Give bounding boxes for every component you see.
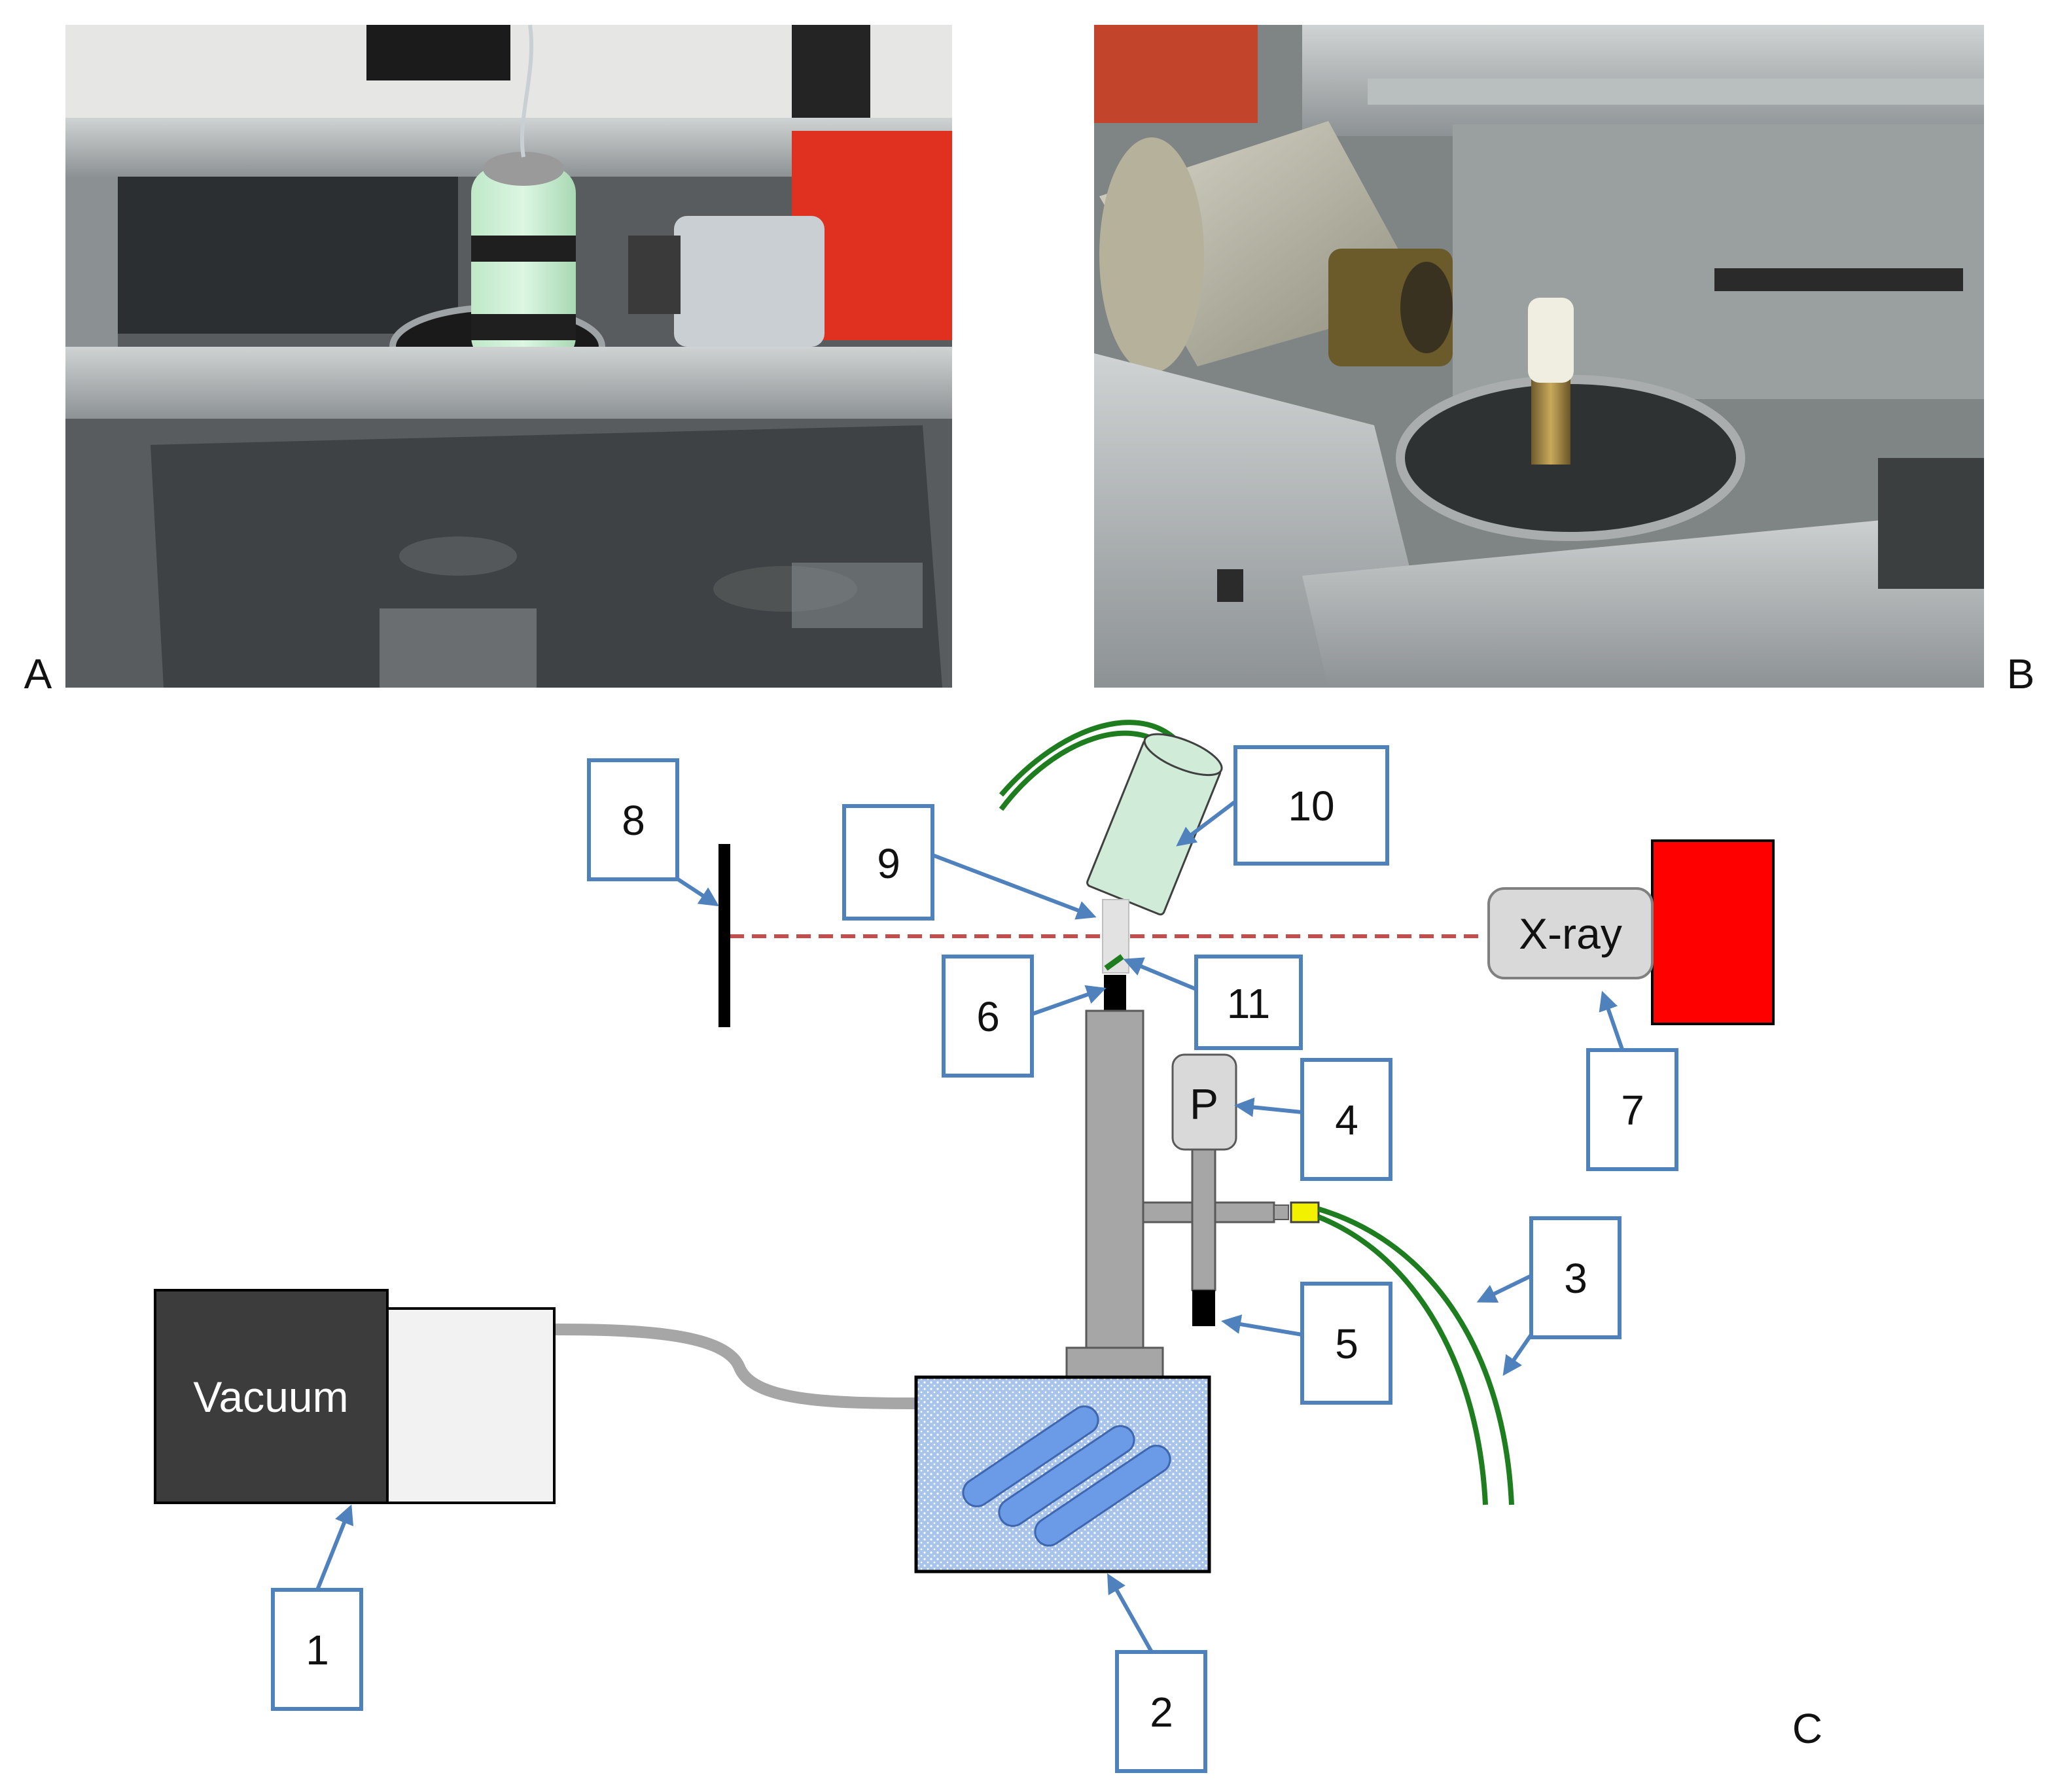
panel-letter-b: B <box>2007 650 2035 697</box>
vacuum-label: Vacuum <box>193 1373 348 1421</box>
callout-label-8: 8 <box>622 797 645 844</box>
callout-label-4: 4 <box>1335 1097 1358 1144</box>
pressure-probe-tip <box>1192 1290 1215 1326</box>
callout-label-3: 3 <box>1564 1255 1587 1302</box>
callout-arrows <box>315 799 1635 1653</box>
sample-holder <box>1104 975 1126 1011</box>
gas-cooler-cylinder <box>1086 733 1223 916</box>
vacuum-pump-head <box>386 1307 556 1504</box>
gas-supply-tube-outer <box>1317 1206 1514 1505</box>
panel-letter-c: C <box>1792 1705 1822 1752</box>
vacuum-hose <box>548 1324 922 1409</box>
desiccant-rods <box>962 1405 1171 1547</box>
callout-box-10: 10 <box>1233 745 1389 866</box>
callout-box-1: 1 <box>271 1588 363 1711</box>
callout-box-11: 11 <box>1194 955 1303 1050</box>
xray-label: X-ray <box>1519 909 1622 958</box>
callout-label-5: 5 <box>1335 1320 1358 1367</box>
callout-box-6: 6 <box>942 955 1034 1078</box>
photo-b <box>1094 25 1984 688</box>
callout-box-4: 4 <box>1300 1058 1392 1181</box>
photo-a <box>65 24 952 688</box>
pressure-gauge-label: P <box>1190 1080 1218 1128</box>
callout-box-8: 8 <box>587 758 679 881</box>
pressure-probe-stem <box>1191 1148 1216 1291</box>
xray-source-housing <box>1651 839 1775 1025</box>
callout-box-7: 7 <box>1586 1048 1678 1171</box>
panel-letter-a: A <box>24 650 52 697</box>
callout-label-2: 2 <box>1150 1689 1173 1736</box>
column-base <box>1065 1346 1164 1379</box>
callout-label-7: 7 <box>1621 1087 1644 1134</box>
gas-supply-tube-inner <box>1317 1214 1488 1505</box>
support-column <box>1085 1010 1144 1349</box>
callout-label-6: 6 <box>976 993 1000 1040</box>
vacuum-pump-body <box>154 1289 389 1504</box>
thermocouple-tip <box>1104 954 1124 971</box>
callout-box-5: 5 <box>1300 1282 1392 1405</box>
callout-label-9: 9 <box>877 840 900 887</box>
branch-connector <box>1273 1204 1289 1220</box>
callout-box-3: 3 <box>1529 1216 1622 1339</box>
callout-label-1: 1 <box>306 1626 329 1674</box>
xray-tube <box>1487 887 1654 979</box>
callout-box-2: 2 <box>1115 1650 1207 1773</box>
detector-plate <box>718 844 730 1027</box>
callout-box-9: 9 <box>842 804 934 921</box>
gas-inlet-fitting <box>1290 1201 1320 1223</box>
callout-label-10: 10 <box>1288 782 1334 830</box>
callout-label-11: 11 <box>1227 980 1270 1027</box>
cooling-line-inner <box>999 720 1187 797</box>
